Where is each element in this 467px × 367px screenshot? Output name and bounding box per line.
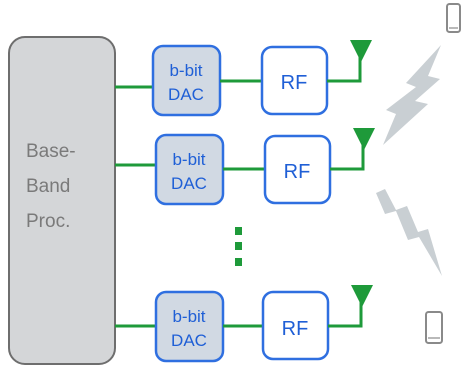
dac-block-2 [154,133,225,206]
lightning-bolt-icon [383,45,441,145]
vertical-ellipsis [235,227,242,266]
dac-label-2-line1: b-bit [172,150,205,169]
rf-label-3: RF [282,318,309,340]
antenna-icon [351,285,373,307]
baseband-block [8,36,116,365]
dac-label-1-line1: b-bit [169,61,202,80]
antenna-icon [353,128,375,150]
baseband-label-line2: Band [26,176,70,197]
rf-label-1: RF [281,72,308,94]
rf-chain-2: b-bit DAC RF [115,128,375,206]
dac-block-3 [154,290,225,363]
dac-label-3-line1: b-bit [172,307,205,326]
connector-rf-antenna-2 [330,145,365,171]
ellipsis-dot-1 [235,227,242,235]
smartphone-icon [425,311,443,344]
smartphone-icon [446,3,461,33]
lightning-bolt-icon [376,189,442,276]
smartphone-body-top [446,3,461,33]
connector-rf-antenna-3 [328,302,363,328]
dac-label-1-line2: DAC [168,85,204,104]
dac-label-2-line2: DAC [171,174,207,193]
baseband-label-line3: Proc. [26,211,70,232]
dac-block-1 [151,44,222,117]
dac-label-3-line2: DAC [171,331,207,350]
ellipsis-dot-3 [235,258,242,266]
connector-rf-antenna-1 [327,56,362,83]
rf-chain-1: b-bit DAC RF [115,40,372,117]
baseband-processor: Base- Band Proc. [8,36,116,365]
antenna-icon [350,40,372,62]
baseband-label-line1: Base- [26,141,76,162]
rf-label-2: RF [284,161,311,183]
smartphone-body-bottom [425,311,443,344]
rf-chain-3: b-bit DAC RF [115,285,373,363]
ellipsis-dot-2 [235,242,242,250]
